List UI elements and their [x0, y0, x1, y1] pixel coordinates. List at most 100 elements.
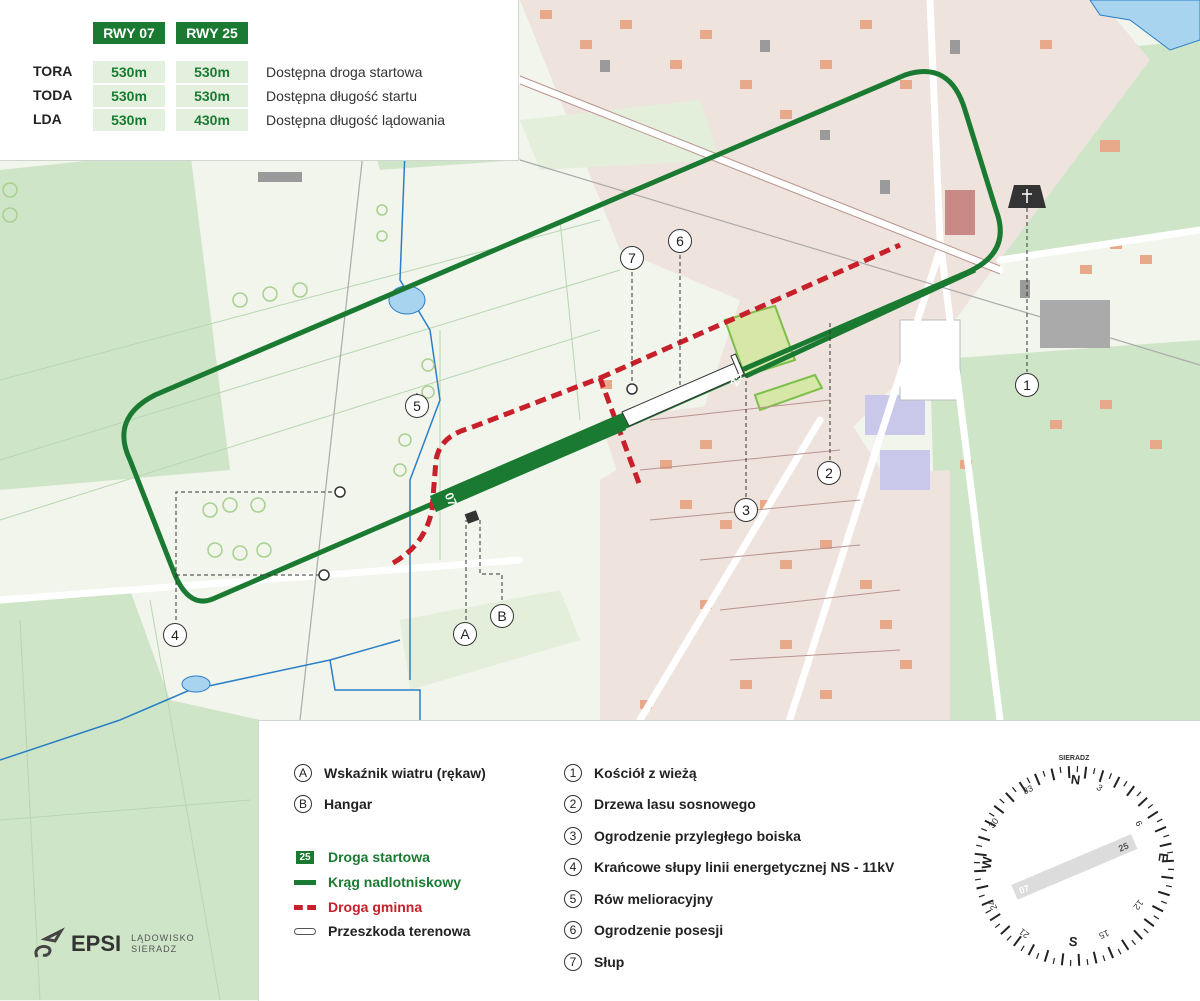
obstacle-line-icon	[294, 928, 316, 935]
logo-name: EPSI	[71, 931, 121, 957]
compass-tick	[1163, 835, 1169, 837]
logo-subtitle: LĄDOWISKO SIERADZ	[131, 933, 195, 955]
green-line-icon	[294, 880, 316, 885]
compass-tick	[979, 895, 985, 897]
compass-tick	[1014, 936, 1021, 946]
marker-5[interactable]: 5	[405, 394, 429, 418]
legend-item-B: B Hangar	[294, 794, 372, 814]
compass-tick	[1037, 953, 1039, 959]
marker-6[interactable]: 6	[668, 229, 692, 253]
legend-obstacle: Przeszkoda terenowa	[294, 921, 470, 941]
compass-tick	[1094, 768, 1095, 774]
legend-text-7: Słup	[594, 954, 624, 970]
compass-tick	[975, 879, 981, 880]
compass-deg-12: 12	[1131, 898, 1145, 912]
legend-runway-text: Droga startowa	[328, 849, 430, 865]
compass-tick	[990, 914, 1000, 921]
legend-circuit-text: Krąg nadlotniskowy	[328, 874, 461, 890]
compass-tick	[1124, 781, 1127, 786]
legend-key-A: A	[294, 764, 312, 782]
legend-obstacle-text: Przeszkoda terenowa	[328, 923, 470, 939]
compass-tick	[1027, 778, 1030, 783]
compass-tick	[1103, 955, 1105, 961]
legend-key-3: 3	[564, 827, 582, 845]
legend-key-4: 4	[564, 858, 582, 876]
legend-item-3: 3 Ogrodzenie przyległego boiska	[564, 826, 801, 846]
compass-tick	[1118, 949, 1121, 954]
compass-tick	[1154, 916, 1159, 919]
compass-deg-15: 15	[1098, 928, 1111, 941]
legend-text-2: Drzewa lasu sosnowego	[594, 796, 756, 812]
compass-tick	[1137, 792, 1141, 796]
marker-1[interactable]: 1	[1015, 373, 1039, 397]
compass-tick	[1127, 786, 1134, 796]
logo-subtitle-line1: LĄDOWISKO	[131, 933, 195, 943]
compass-tick	[1052, 769, 1055, 781]
compass-tick	[1138, 798, 1147, 806]
compass-tick	[1053, 958, 1054, 964]
compass-tick	[1012, 787, 1016, 792]
compass-tick	[1079, 954, 1080, 966]
legend-text-A: Wskaźnik wiatru (rękaw)	[324, 765, 486, 781]
compass-tick	[994, 806, 1004, 813]
compass-tick	[1132, 940, 1136, 945]
legend-key-5: 5	[564, 890, 582, 908]
compass-tick	[1043, 771, 1045, 777]
compass-w: W	[979, 855, 995, 870]
compass-tick	[1134, 930, 1142, 939]
compass-deg-24: 24	[986, 899, 999, 912]
legend-road: Droga gminna	[294, 897, 422, 917]
legend-road-text: Droga gminna	[328, 899, 422, 915]
row-label-toda: TODA	[33, 87, 72, 103]
marker-3[interactable]: 3	[734, 498, 758, 522]
compass-tick	[974, 871, 986, 872]
marker-4[interactable]: 4	[163, 623, 187, 647]
compass-tick	[1160, 844, 1172, 847]
legend-text-B: Hangar	[324, 796, 372, 812]
compass-tick	[1000, 799, 1004, 803]
row-label-lda: LDA	[33, 111, 62, 127]
compass-tick	[1166, 886, 1172, 887]
compass-tick	[977, 886, 989, 889]
tora-desc: Dostępna droga startowa	[266, 64, 422, 80]
compass-tick	[1109, 773, 1111, 779]
legend-item-1: 1 Kościół z wieżą	[564, 763, 697, 783]
compass-deg-30: 30	[987, 816, 1001, 830]
legend-panel: A Wskaźnik wiatru (rękaw) B Hangar 25 Dr…	[258, 720, 1200, 1001]
legend-key-6: 6	[564, 921, 582, 939]
marker-B[interactable]: B	[490, 604, 514, 628]
runway-badge-icon: 25	[296, 851, 313, 864]
marker-7[interactable]: 7	[620, 246, 644, 270]
toda-rwy07: 530m	[93, 85, 165, 107]
legend-text-1: Kościół z wieżą	[594, 765, 697, 781]
compass-deg-3: 3	[1095, 782, 1105, 793]
marker-2[interactable]: 2	[817, 461, 841, 485]
compass-n: N	[1070, 772, 1081, 788]
red-dashed-line-icon	[294, 905, 316, 910]
compass-tick	[1006, 793, 1014, 802]
legend-circuit: Krąg nadlotniskowy	[294, 872, 461, 892]
toda-rwy25: 530m	[176, 85, 248, 107]
legend-runway: 25 Droga startowa	[294, 847, 430, 867]
compass-s: S	[1068, 934, 1079, 950]
compass-tick	[976, 845, 982, 846]
tora-rwy07: 530m	[93, 61, 165, 83]
tora-rwy25: 530m	[176, 61, 248, 83]
legend-item-4: 4 Krańcowe słupy linii energetycznej NS …	[564, 857, 894, 877]
compass-title: SIERADZ	[1059, 755, 1090, 762]
legend-item-5: 5 Rów melioracyjny	[564, 889, 713, 909]
marker-A[interactable]: A	[453, 622, 477, 646]
legend-item-A: A Wskaźnik wiatru (rękaw)	[294, 763, 486, 783]
compass-tick	[1062, 953, 1063, 965]
epsi-logo: EPSI LĄDOWISKO SIERADZ	[31, 927, 195, 961]
legend-key-7: 7	[564, 953, 582, 971]
church-cross-icon	[1008, 185, 1046, 208]
compass-tick	[1035, 774, 1040, 785]
compass-tick	[1108, 947, 1113, 958]
compass-tick	[1152, 906, 1163, 911]
legend-text-4: Krańcowe słupy linii energetycznej NS - …	[594, 859, 894, 875]
compass-tick	[1100, 770, 1104, 781]
legend-item-2: 2 Drzewa lasu sosnowego	[564, 794, 756, 814]
lda-rwy25: 430m	[176, 109, 248, 131]
compass-tick	[1087, 959, 1088, 965]
